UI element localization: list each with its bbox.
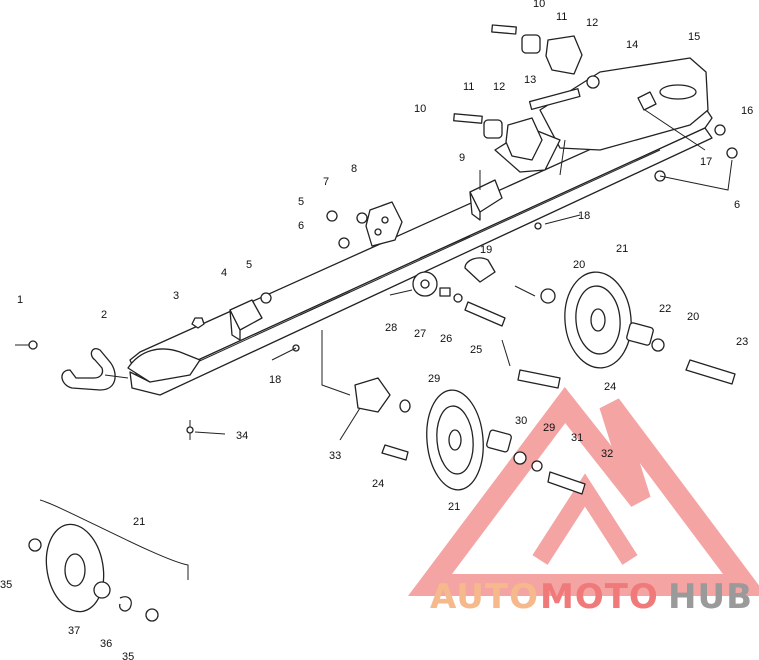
callout-13: 13 <box>524 74 536 86</box>
callout-35b: 35 <box>122 651 134 660</box>
watermark-part3: HUB <box>668 577 753 617</box>
callout-12a: 12 <box>586 17 598 29</box>
callout-16: 16 <box>741 105 753 117</box>
callout-28: 28 <box>385 322 397 334</box>
callout-1: 1 <box>17 294 23 306</box>
callout-4: 4 <box>221 267 227 279</box>
idler-wheel-middle <box>426 389 484 491</box>
idler-wheel-right <box>564 271 632 369</box>
callout-21a: 21 <box>616 243 628 255</box>
bracket-9 <box>469 179 503 221</box>
wheel-hardware <box>28 271 736 622</box>
watermark-text: AUTO MOTO HUB <box>430 577 753 617</box>
callout-9: 9 <box>459 152 465 164</box>
callout-15: 15 <box>688 31 700 43</box>
callout-21b: 21 <box>448 501 460 513</box>
callout-24a: 24 <box>604 381 616 393</box>
callout-6b: 6 <box>734 199 740 211</box>
callout-32: 32 <box>601 448 613 460</box>
callout-27: 27 <box>414 328 426 340</box>
callout-24b: 24 <box>372 478 384 490</box>
suspension-rail <box>127 57 713 396</box>
callout-20b: 20 <box>687 311 699 323</box>
callout-2: 2 <box>101 309 107 321</box>
callout-18b: 18 <box>269 374 281 386</box>
callout-12b: 12 <box>493 81 505 93</box>
watermark-part1: AUTO <box>430 577 539 617</box>
bracket-19 <box>464 257 496 283</box>
callout-10b: 10 <box>414 103 426 115</box>
small-hardware <box>15 91 738 440</box>
callout-20a: 20 <box>573 259 585 271</box>
callout-37: 37 <box>68 625 80 637</box>
callout-21c: 21 <box>133 516 145 528</box>
bracket-4 <box>229 299 263 341</box>
callout-26: 26 <box>440 333 452 345</box>
callout-14: 14 <box>626 39 638 51</box>
callout-30: 30 <box>515 415 527 427</box>
leader-lines <box>39 109 733 580</box>
watermark-triangle-inner <box>532 473 638 565</box>
callout-23: 23 <box>736 336 748 348</box>
callout-5b: 5 <box>298 196 304 208</box>
callout-10a: 10 <box>533 0 545 10</box>
callout-25: 25 <box>470 344 482 356</box>
callout-18a: 18 <box>578 210 590 222</box>
bumper-2 <box>61 348 129 391</box>
rear-mount-hardware <box>453 24 600 161</box>
callout-19: 19 <box>480 244 492 256</box>
bracket-8 <box>365 201 403 247</box>
callout-11b: 11 <box>463 81 474 93</box>
idler-wheel-detail <box>45 523 105 613</box>
callout-11a: 11 <box>556 11 567 23</box>
watermark-logo <box>408 386 759 596</box>
callout-6a: 6 <box>298 220 304 232</box>
callout-35a: 35 <box>0 579 12 591</box>
callout-22: 22 <box>659 303 671 315</box>
callout-29b: 29 <box>543 422 555 434</box>
callout-5a: 5 <box>246 259 252 271</box>
callout-36: 36 <box>100 638 112 650</box>
callout-33: 33 <box>329 450 341 462</box>
watermark-triangle-outer <box>408 386 759 596</box>
callout-7: 7 <box>323 176 329 188</box>
callout-8: 8 <box>351 163 357 175</box>
callout-34: 34 <box>236 430 248 442</box>
callout-3: 3 <box>173 290 179 302</box>
callout-17: 17 <box>700 156 712 168</box>
watermark-part2: MOTO <box>540 577 659 617</box>
callout-29a: 29 <box>428 373 440 385</box>
callout-31: 31 <box>571 432 583 444</box>
